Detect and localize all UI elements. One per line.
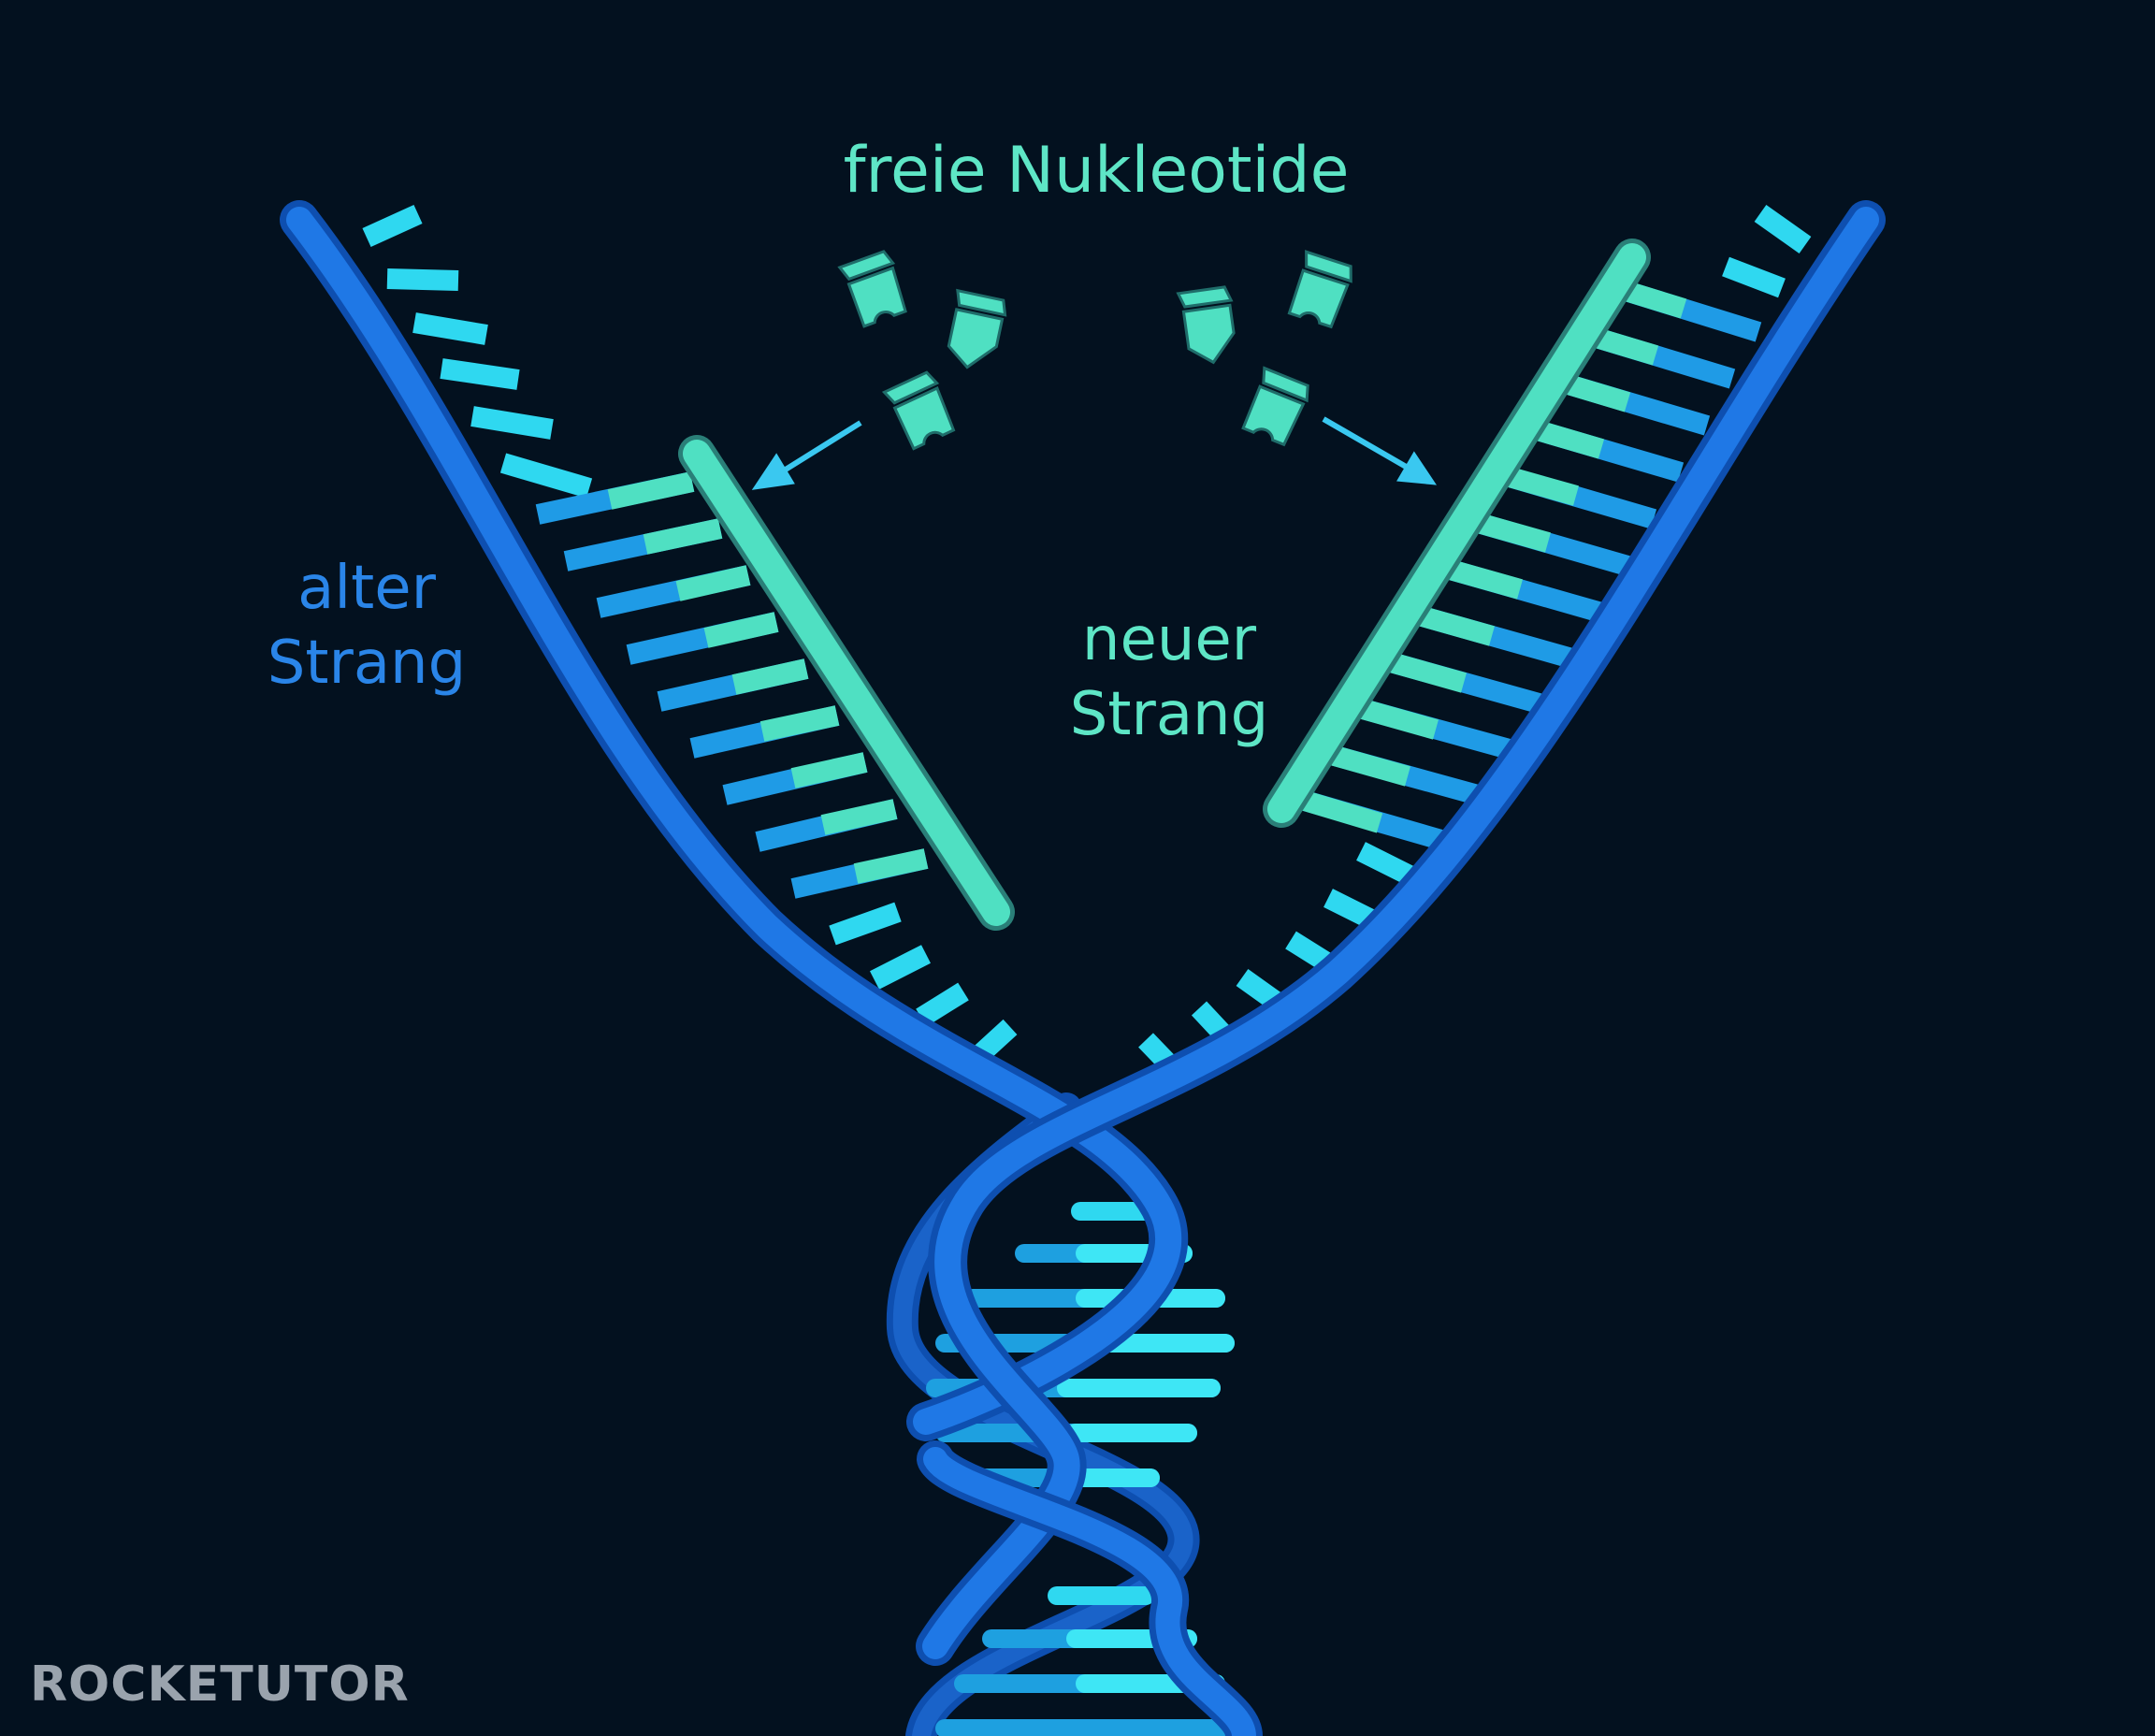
nucleotide-icon	[837, 250, 907, 328]
arrow-to-left-strand	[751, 420, 862, 490]
free-nucleotides	[837, 250, 1352, 451]
nucleotide-icon	[1176, 285, 1236, 365]
label-old-strand-line2: Strang	[268, 629, 466, 698]
label-old-strand-line1: alter	[297, 554, 436, 623]
nucleotide-icon	[1241, 366, 1309, 447]
arrow-to-right-strand	[1322, 416, 1437, 485]
right-arm-bases	[1138, 205, 1812, 1072]
rocketutor-logo: ROCKETUTOR	[30, 1656, 410, 1713]
nucleotide-icon	[1287, 250, 1352, 329]
label-free-nucleotides: freie Nukleotide	[844, 134, 1350, 208]
left-arm-bases	[362, 204, 1018, 1065]
nucleotide-icon	[881, 370, 956, 451]
old-strand-left	[280, 200, 1189, 1441]
new-strand-left	[678, 435, 1015, 931]
logo-text: ROCKETUTOR	[30, 1656, 410, 1713]
helix-lower-front-strand	[917, 1440, 1263, 1736]
new-strand-right	[1263, 239, 1651, 828]
nucleotide-icon	[947, 288, 1007, 369]
old-strand-right	[916, 200, 1886, 1666]
label-new-strand-line1: neuer	[1082, 605, 1257, 674]
label-new-strand-line2: Strang	[1070, 680, 1268, 749]
